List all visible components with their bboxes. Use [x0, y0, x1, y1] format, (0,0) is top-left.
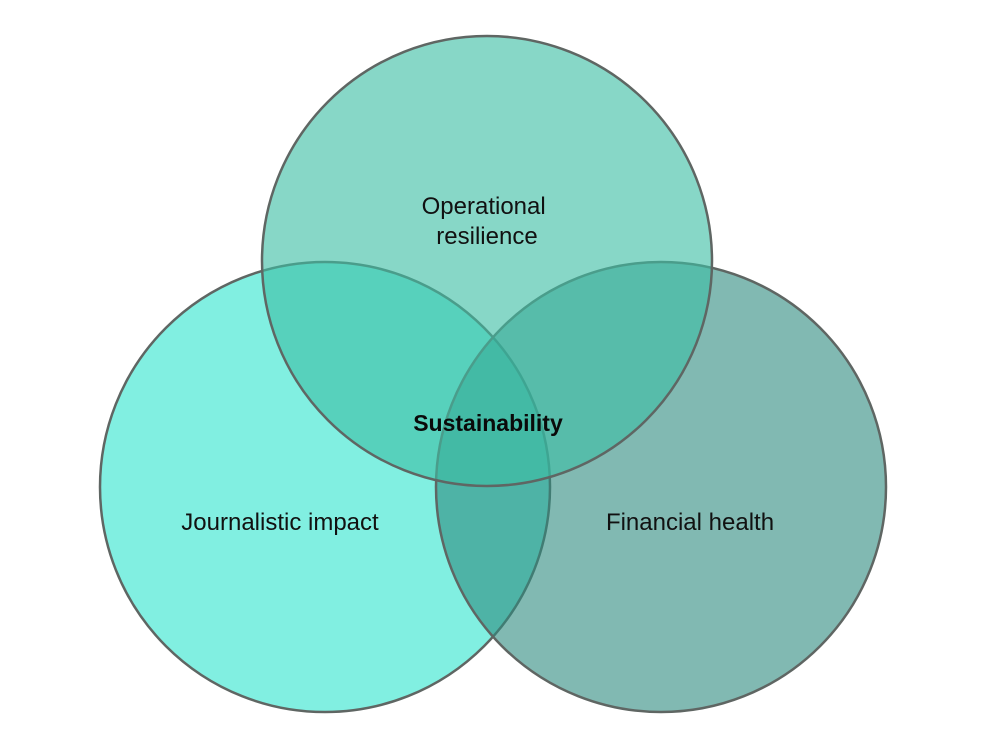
label-sustainability: Sustainability: [413, 410, 563, 436]
label-journalistic-impact: Journalistic impact: [181, 509, 379, 536]
circle-operational-resilience: [260, 34, 714, 488]
label-operational-resilience: Operational resilience: [422, 193, 553, 250]
label-financial-health: Financial health: [606, 509, 774, 536]
